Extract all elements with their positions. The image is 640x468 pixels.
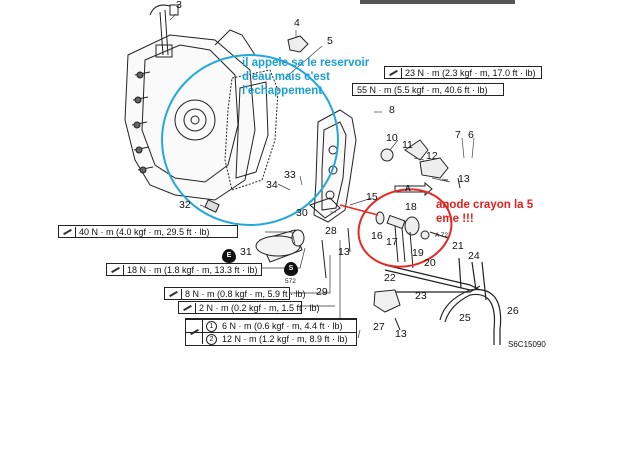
callout-13-top: 13: [458, 173, 470, 185]
oil-filter: [255, 229, 305, 263]
wrench-icon: [181, 303, 196, 313]
wrench-icon: [61, 227, 76, 237]
red-arrow-line: [339, 204, 379, 216]
callout-10: 10: [386, 132, 398, 144]
wrench-icon: [109, 265, 124, 275]
header-tab: [360, 0, 515, 4]
callout-30: 30: [296, 207, 308, 219]
callout-17: 17: [386, 236, 398, 248]
red-annotation-line2: eme !!!: [436, 213, 474, 225]
torque-spec-multi: 1 6 N · m (0.6 kgf · m, 4.4 ft · lb) 2 1…: [185, 318, 357, 346]
anode-assembly: [375, 211, 449, 240]
callout-25: 25: [459, 312, 471, 324]
blue-annotation-line1: il appele sa le reservoir: [242, 57, 370, 69]
callout-23: 23: [415, 290, 427, 302]
callout-15: 15: [366, 191, 378, 203]
callout-18: 18: [405, 201, 417, 213]
callout-29: 29: [316, 286, 328, 298]
callout-4: 4: [294, 17, 300, 29]
callout-34: 34: [266, 179, 278, 191]
torque-spec-8nm: 8 N · m (0.8 kgf · m, 5.9 ft · lb): [164, 287, 306, 300]
wrench-icon: [167, 289, 182, 299]
callout-8: 8: [389, 104, 395, 116]
torque-spec-2nm: 2 N · m (0.2 kgf · m, 1.5 ft · lb): [178, 301, 320, 314]
callout-31: 31: [240, 246, 252, 258]
torque-spec-18nm: 18 N · m (1.8 kgf · m, 13.3 ft · lb): [106, 263, 262, 276]
anode-code: A 72: [435, 232, 449, 239]
dipstick-32: [204, 199, 220, 213]
leader-lines: [169, 13, 475, 213]
torque-spec-23nm: 23 N · m (2.3 kgf · m, 17.0 ft · lb): [384, 66, 542, 79]
callout-6: 6: [468, 129, 474, 141]
callout-5: 5: [327, 35, 333, 47]
hoses: [384, 257, 502, 345]
blue-annotation-text: il appele sa le reservoir d'eau mais c'e…: [242, 56, 369, 98]
blue-annotation-circle: [161, 54, 339, 226]
red-annotation-text: anode crayon la 5 eme !!!: [436, 198, 533, 226]
callout-21: 21: [452, 240, 464, 252]
torque-row-1: 1 6 N · m (0.6 kgf · m, 4.4 ft · lb): [186, 319, 356, 332]
callout-27: 27: [373, 321, 385, 333]
callout-16: 16: [371, 230, 383, 242]
callout-28: 28: [325, 225, 337, 237]
view-marker-a: A: [405, 184, 411, 193]
step-1-badge: 1: [206, 321, 217, 332]
callout-13-bottom: 13: [395, 328, 407, 340]
bolts: [321, 177, 461, 279]
callout-33: 33: [284, 169, 296, 181]
callout-26: 26: [507, 305, 519, 317]
drawing-code: S6C15090: [508, 340, 546, 349]
callout-22: 22: [384, 272, 396, 284]
step-2-badge: 2: [206, 334, 217, 345]
red-annotation-circle: [357, 188, 453, 268]
callout-19: 19: [412, 247, 424, 259]
callout-7: 7: [455, 129, 461, 141]
wrench-icon: [387, 68, 402, 78]
bracket-27: [373, 289, 401, 331]
torque-spec-40nm: 40 N · m (4.0 kgf · m, 29.5 ft · lb): [58, 225, 238, 238]
thermostat-parts: [380, 139, 449, 179]
torque-spec-55nm: 55 N · m (5.5 kgf · m, 40.6 ft · lb): [352, 83, 504, 96]
red-annotation-line1: anode crayon la 5: [436, 199, 534, 211]
callout-20: 20: [424, 257, 436, 269]
sealant-s-icon: S: [284, 262, 298, 276]
callout-3: 3: [176, 0, 182, 11]
gasket-5: [224, 69, 279, 191]
sealant-code: 572: [285, 278, 296, 285]
blue-annotation-line2: d'eau mais c'est: [242, 71, 330, 83]
lubricant-e-icon: E: [222, 249, 236, 263]
torque-row-2: 2 12 N · m (1.2 kgf · m, 8.9 ft · lb): [186, 332, 356, 345]
engine-block: [124, 4, 256, 201]
callout-11: 11: [402, 139, 413, 151]
callout-24: 24: [468, 250, 480, 262]
part-4: [287, 35, 309, 53]
blue-annotation-line3: l'echappement: [242, 85, 323, 97]
callout-13-mid: 13: [338, 246, 350, 258]
callout-32: 32: [179, 199, 191, 211]
callout-12: 12: [426, 150, 438, 162]
